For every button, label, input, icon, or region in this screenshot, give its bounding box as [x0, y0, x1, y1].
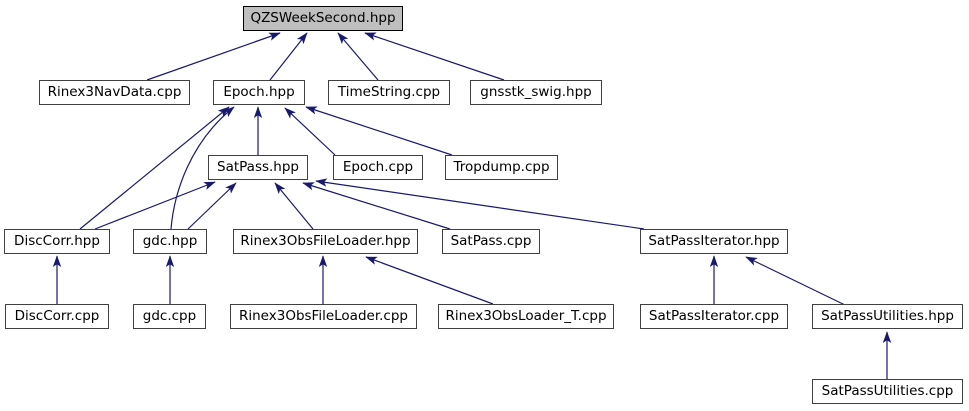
edge-Rinex3ObsLoader_T.cpp-to-Rinex3ObsFileLoader.hpp [365, 256, 494, 305]
node-satpass-hpp[interactable]: SatPass.hpp [208, 155, 308, 180]
node-disccorr-cpp[interactable]: DiscCorr.cpp [5, 304, 109, 329]
node-epoch-cpp[interactable]: Epoch.cpp [333, 155, 423, 180]
edge-Epoch.hpp-to-QZSWeekSecond.hpp [269, 32, 308, 81]
node-gnsstk-swig-hpp[interactable]: gnsstk_swig.hpp [470, 80, 602, 105]
node-gdc-cpp[interactable]: gdc.cpp [133, 304, 206, 329]
node-qzsweeksecond-hpp[interactable]: QZSWeekSecond.hpp [243, 6, 403, 31]
edge-Epoch.cpp-to-Epoch.hpp [284, 107, 336, 156]
edge-Rinex3NavData.cpp-to-QZSWeekSecond.hpp [146, 32, 281, 81]
node-timestring-cpp[interactable]: TimeString.cpp [328, 80, 450, 105]
node-rinex3obsfileloader-cpp[interactable]: Rinex3ObsFileLoader.cpp [230, 304, 417, 329]
edge-gnsstk_swig.hpp-to-QZSWeekSecond.hpp [364, 32, 505, 81]
node-satpass-cpp[interactable]: SatPass.cpp [442, 229, 540, 254]
edge-SatPassUtilities.hpp-to-SatPassIterator.hpp [745, 256, 846, 306]
edge-Rinex3ObsFileLoader.hpp-to-SatPass.hpp [274, 182, 314, 230]
edge-TimeString.cpp-to-QZSWeekSecond.hpp [337, 32, 379, 81]
node-satpassutilities-hpp[interactable]: SatPassUtilities.hpp [812, 304, 963, 329]
node-satpassiterator-hpp[interactable]: SatPassIterator.hpp [640, 229, 788, 254]
node-gdc-hpp[interactable]: gdc.hpp [133, 229, 207, 254]
edge-SatPass.cpp-to-SatPass.hpp [302, 182, 451, 230]
node-tropdump-cpp[interactable]: Tropdump.cpp [445, 155, 558, 180]
node-rinex3obsloader-t-cpp[interactable]: Rinex3ObsLoader_T.cpp [438, 304, 614, 329]
node-satpassiterator-cpp[interactable]: SatPassIterator.cpp [640, 304, 788, 329]
node-rinex3obsfileloader-hpp[interactable]: Rinex3ObsFileLoader.hpp [233, 229, 418, 254]
node-rinex3navdata-cpp[interactable]: Rinex3NavData.cpp [39, 80, 190, 105]
edge-DiscCorr.hpp-to-SatPass.hpp [94, 181, 216, 230]
edge-gdc.hpp-to-Epoch.hpp [170, 106, 235, 230]
edge-gdc.hpp-to-SatPass.hpp [187, 182, 237, 230]
node-satpassutilities-cpp[interactable]: SatPassUtilities.cpp [812, 379, 963, 404]
node-epoch-hpp[interactable]: Epoch.hpp [213, 80, 305, 105]
node-disccorr-hpp[interactable]: DiscCorr.hpp [4, 229, 110, 254]
edge-DiscCorr.hpp-to-Epoch.hpp [79, 106, 230, 230]
edge-SatPassIterator.hpp-to-SatPass.hpp [315, 178, 645, 230]
edge-Tropdump.cpp-to-Epoch.hpp [305, 106, 453, 156]
